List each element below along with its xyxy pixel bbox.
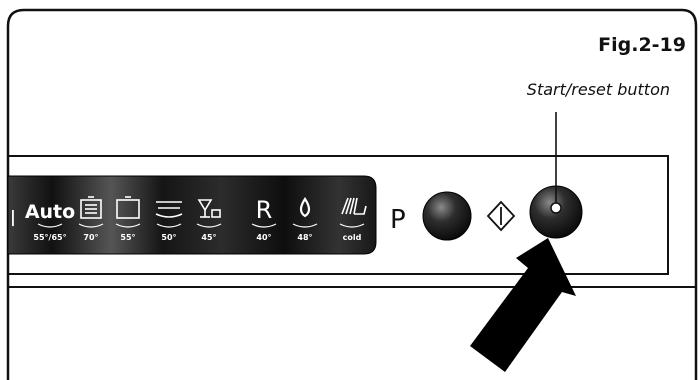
glass-cup-icon	[197, 199, 221, 218]
program-temperature: 40°	[256, 233, 271, 242]
dishes-stack-icon	[155, 201, 183, 218]
program-temperature: 70°	[83, 233, 98, 242]
program-label: Auto	[25, 201, 75, 223]
rinse-spray-icon	[341, 197, 367, 215]
slot-underline	[156, 223, 182, 228]
program-temperature: cold	[343, 233, 362, 242]
outer-frame	[6, 8, 698, 380]
slot-underline	[115, 223, 141, 228]
start-reset-symbol-icon	[486, 200, 516, 232]
program-slot: R 40°	[251, 196, 277, 242]
callout-label: Start/reset button	[526, 80, 670, 99]
partial-edge-glyph: |	[10, 207, 16, 227]
pointer-arrow-icon	[470, 238, 576, 372]
program-temperature: 55°/65°	[33, 233, 66, 242]
program-temperature: 50°	[161, 233, 176, 242]
program-slot: 45°	[196, 199, 222, 242]
slot-underline	[196, 223, 222, 228]
program-p-label: P	[390, 205, 406, 235]
slot-underline	[339, 223, 365, 228]
program-slot: cold	[339, 197, 367, 242]
figure-label: Fig.2-19	[598, 34, 686, 56]
heavy-pot-icon	[80, 196, 102, 219]
program-slot: 48°	[292, 197, 318, 242]
program-temperature: 55°	[120, 233, 135, 242]
program-slot: 50°	[155, 201, 183, 242]
program-temperature: 45°	[201, 233, 216, 242]
program-slot: 55°	[115, 196, 141, 242]
program-temperature: 48°	[297, 233, 312, 242]
program-label: R	[256, 196, 273, 224]
slot-underline	[292, 223, 318, 228]
drop-icon	[299, 197, 311, 218]
slot-underline	[251, 223, 277, 228]
slot-underline	[37, 223, 63, 228]
callout-dot	[550, 202, 562, 214]
program-display	[7, 175, 377, 255]
program-slot: 70°	[78, 196, 104, 242]
program-slots: Auto 55°/65° 70° 55° 50° 45° R 40° 48° cold	[25, 196, 367, 242]
program-button[interactable]	[422, 191, 472, 241]
pot-icon	[116, 196, 140, 219]
program-slot: Auto 55°/65°	[25, 201, 75, 242]
slot-underline	[78, 223, 104, 228]
